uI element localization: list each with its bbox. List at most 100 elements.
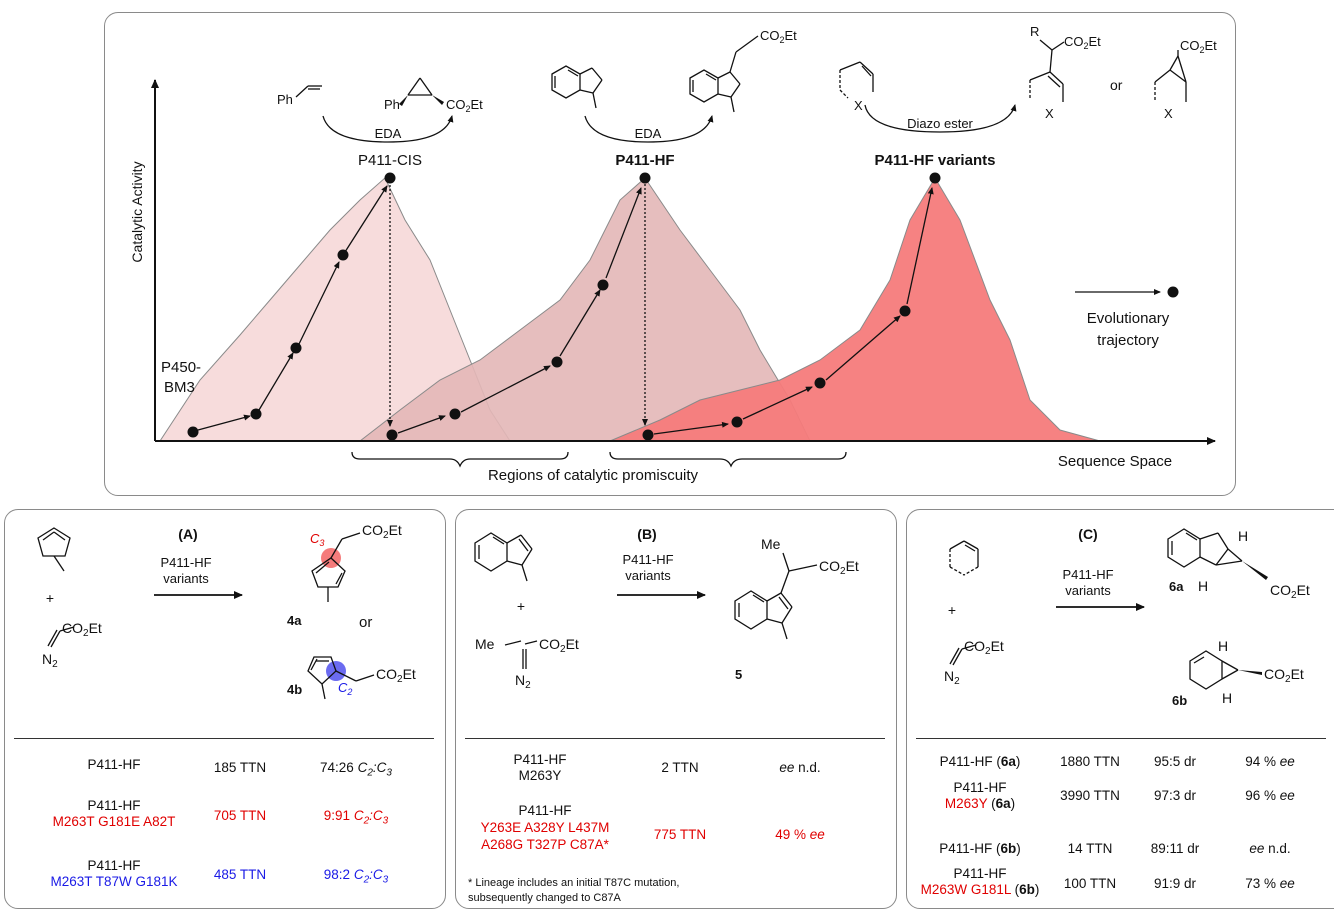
panel-a-or: or bbox=[359, 614, 372, 631]
product-6a-h1: H bbox=[1238, 528, 1248, 544]
indole-structure bbox=[551, 65, 603, 109]
legend-text-1: Evolutionary bbox=[1087, 310, 1170, 327]
pyrrole-structure bbox=[37, 527, 71, 572]
panel-b-diazo bbox=[504, 640, 538, 669]
product-5-structure bbox=[734, 552, 818, 640]
product-6b-structure bbox=[1189, 650, 1239, 690]
reaction-reagent-3: Diazo ester bbox=[907, 116, 973, 131]
panel-c-row-1-name: P411-HF (6a) bbox=[939, 754, 1021, 769]
peak-label-hf: P411-HF bbox=[615, 152, 674, 169]
eda-ester-a: CO2Et bbox=[62, 620, 102, 639]
panel-c-row-4-dr: 91:9 dr bbox=[1153, 876, 1197, 891]
y-axis-label: Catalytic Activity bbox=[129, 161, 145, 262]
panel-b-plus: + bbox=[517, 598, 525, 614]
product-6a-structure bbox=[1167, 528, 1243, 568]
panel-a-row-3-ttn: 485 TTN bbox=[213, 867, 267, 882]
panel-b-scheme: (B) + Me CO2Et N2 P411-HF variants Me CO… bbox=[474, 526, 859, 691]
product-4b-ester: CO2Et bbox=[376, 666, 416, 685]
peak-label-cis: P411-CIS bbox=[358, 152, 422, 169]
panel-b-n2: N2 bbox=[515, 672, 531, 691]
reaction-arrow-2 bbox=[584, 115, 714, 143]
panel-c-row-4-ee: 73 % ee bbox=[1245, 876, 1295, 891]
panel-c-plus: + bbox=[948, 602, 956, 618]
panel-a-row-1-name: P411-HF bbox=[87, 757, 141, 772]
panel-a-arrow-2: variants bbox=[163, 571, 209, 586]
panel-a-scheme: (A) + CO2Et N2 P411-HF variants C3 CO2Et… bbox=[37, 522, 416, 700]
c2-label: C2 bbox=[338, 680, 352, 697]
panel-a bbox=[4, 509, 446, 909]
panel-a-plus: + bbox=[46, 590, 54, 606]
styrene-ph: Ph bbox=[277, 92, 293, 107]
product-5-me: Me bbox=[761, 536, 781, 552]
fitness-landscape: Catalytic Activity Sequence Space bbox=[129, 24, 1217, 484]
top-or: or bbox=[1110, 77, 1123, 93]
peak-p411-cis bbox=[358, 177, 811, 442]
product-4a-structure bbox=[311, 532, 361, 602]
panel-c-n2: N2 bbox=[944, 668, 960, 687]
product-4b-structure bbox=[307, 656, 375, 700]
product-6a-label: 6a bbox=[1169, 579, 1184, 594]
panel-c-row-1-ttn: 1880 TTN bbox=[1060, 754, 1120, 769]
peak-label-variants: P411-HF variants bbox=[875, 152, 996, 169]
cycloalkene-x: X bbox=[854, 98, 863, 113]
regions-label: Regions of catalytic promiscuity bbox=[488, 467, 699, 484]
panel-a-row-1-ratio: 74:26 C2:C3 bbox=[320, 760, 392, 779]
panel-b-me: Me bbox=[475, 636, 495, 652]
panel-b-indole bbox=[474, 532, 533, 582]
panel-c-eda bbox=[949, 644, 977, 666]
indole-ester: CO2Et bbox=[760, 28, 797, 45]
panel-a-row-3-ratio: 98:2 C2:C3 bbox=[323, 867, 389, 886]
product-6b-h1: H bbox=[1218, 638, 1228, 654]
panel-b-arrow-2: variants bbox=[625, 568, 671, 583]
reaction-arrow-1 bbox=[322, 115, 454, 143]
peak-p411-hf bbox=[609, 177, 1101, 442]
bicyclic-ester: CO2Et bbox=[1180, 38, 1217, 55]
panel-c-row-2-dr: 97:3 dr bbox=[1153, 788, 1197, 803]
insertion-ester: CO2Et bbox=[1064, 34, 1101, 51]
panel-b-row-2-ee: 49 % ee bbox=[775, 827, 825, 842]
panel-a-divider bbox=[14, 738, 434, 739]
c3-label: C3 bbox=[310, 531, 324, 548]
product-5-label: 5 bbox=[735, 667, 742, 682]
panel-a-row-1-ttn: 185 TTN bbox=[213, 760, 267, 775]
brace-2 bbox=[609, 451, 847, 468]
legend-text-2: trajectory bbox=[1097, 332, 1159, 349]
panel-c-row-3-ee: ee n.d. bbox=[1249, 841, 1291, 856]
panel-b-title: (B) bbox=[637, 526, 656, 542]
panel-c-divider bbox=[916, 738, 1326, 739]
reaction-reagent-1: EDA bbox=[375, 126, 402, 141]
panel-b-ester: CO2Et bbox=[539, 636, 579, 655]
reaction-reagent-2: EDA bbox=[635, 126, 662, 141]
bicyclic-product-structure bbox=[1154, 50, 1187, 102]
eda-n2-a: N2 bbox=[42, 651, 58, 670]
insertion-x: X bbox=[1045, 106, 1054, 121]
panel-a-row-2-ratio: 9:91 C2:C3 bbox=[323, 808, 389, 827]
product-6a-h2: H bbox=[1198, 578, 1208, 594]
panel-c-row-3-name: P411-HF (6b) bbox=[939, 841, 1021, 856]
product-4a-ester: CO2Et bbox=[362, 522, 402, 541]
insertion-r: R bbox=[1030, 24, 1039, 39]
panel-b-row-1-ttn: 2 TTN bbox=[661, 760, 699, 775]
panel-b-row-2-ttn: 775 TTN bbox=[653, 827, 707, 842]
brace-1 bbox=[351, 451, 569, 468]
cis-ph: Ph bbox=[384, 97, 400, 112]
panel-c-title: (C) bbox=[1078, 526, 1097, 542]
trajectory-2 bbox=[386, 172, 651, 441]
product-6b-ester: CO2Et bbox=[1264, 666, 1304, 685]
bicyclic-x: X bbox=[1164, 106, 1173, 121]
panel-b-arrow-1: P411-HF bbox=[622, 552, 673, 567]
cis-ester: CO2Et bbox=[446, 97, 483, 114]
panel-c-row-1-dr: 95:5 dr bbox=[1153, 754, 1197, 769]
product-5-ester: CO2Et bbox=[819, 558, 859, 577]
cyclopropane-structure bbox=[407, 77, 433, 96]
trajectory-3 bbox=[642, 172, 941, 441]
x-axis-label: Sequence Space bbox=[1058, 453, 1172, 470]
panel-a-arrow-1: P411-HF bbox=[160, 555, 211, 570]
cycloalkene-structure bbox=[839, 61, 874, 99]
